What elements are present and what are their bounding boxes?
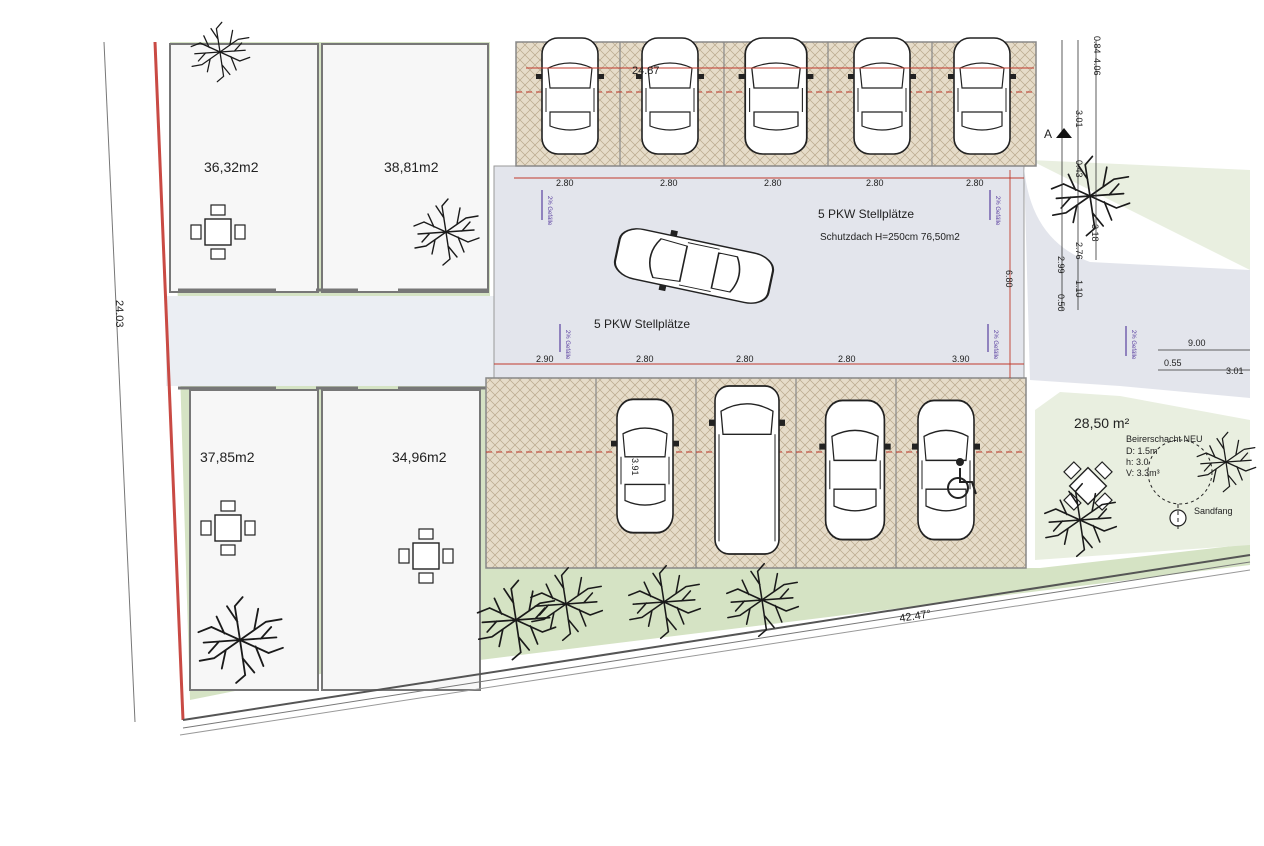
car-upper-1 — [535, 37, 605, 155]
slope-arrow-3: 2% Gefälle — [559, 324, 570, 360]
parking-upper-title: 5 PKW Stellplätze — [818, 207, 914, 221]
parking-upper-subtitle: Schutzdach H=250cm 76,50m2 — [820, 232, 960, 243]
accessible-parking-icon — [947, 458, 977, 499]
area-label-ne: 38,81m2 — [384, 159, 439, 175]
walkway — [166, 296, 496, 386]
area-label-nw: 36,32m2 — [204, 159, 259, 175]
walkway-walls — [178, 288, 488, 390]
terrace-nw — [169, 43, 319, 293]
dim-right-small-3: 3.01 — [1226, 366, 1244, 376]
dim-bay-top-3: 2.80 — [764, 178, 782, 188]
terrace-ne — [321, 43, 489, 293]
slope-label-3: 2% Gefälle — [564, 330, 570, 360]
terrace-sw — [189, 389, 319, 691]
carport-upper-dividers — [619, 42, 933, 166]
car-lower-3 — [818, 399, 892, 541]
car-lower-4 — [911, 399, 981, 541]
area-label-sw: 37,85m2 — [200, 449, 255, 465]
dim-right-1: 0.84 — [1092, 36, 1102, 54]
section-marker: A — [1044, 127, 1072, 141]
section-marker-label: A — [1044, 127, 1052, 141]
dim-right-2: 4.06 — [1092, 58, 1102, 76]
dimension-right-stack — [1061, 40, 1250, 371]
drainage-diameter: D: 1.5m — [1126, 446, 1158, 456]
lawn-right — [1030, 160, 1250, 560]
boundary-south — [182, 554, 1251, 721]
slope-label-5: 2% Gefälle — [1130, 330, 1136, 360]
dim-right-3: 3.01 — [1074, 110, 1084, 128]
slope-arrow-1: 2% Gefälle — [541, 190, 552, 226]
area-label-east: 28,50 m² — [1074, 415, 1130, 431]
dim-right-9: 0.50 — [1056, 294, 1066, 312]
dim-right-6: 2.76 — [1074, 242, 1084, 260]
dim-right-7: 2.99 — [1056, 256, 1066, 274]
slope-arrow-5: 2% Gefälle — [1125, 326, 1136, 360]
dim-top-width: 24.87 — [632, 65, 660, 77]
dim-bay-depth: 3.91 — [630, 458, 640, 476]
car-upper-4 — [847, 37, 917, 155]
car-lower-1 — [610, 398, 680, 534]
slope-label-2: 2% Gefälle — [994, 196, 1000, 226]
dim-right-small-2: 0.55 — [1164, 358, 1182, 368]
dim-left-line — [103, 41, 136, 723]
car-upper-3 — [737, 37, 815, 155]
dim-bottom-length: 42.47° — [899, 608, 932, 625]
dim-left-height: 24.03 — [113, 300, 125, 328]
dim-bay-mid-1: 2.90 — [536, 354, 554, 364]
dim-right-5: 3.18 — [1090, 224, 1100, 242]
dim-bay-top-1: 2.80 — [556, 178, 574, 188]
dim-right-4: 0.43 — [1074, 160, 1084, 178]
drainage-height: h: 3.0 — [1126, 457, 1149, 467]
drainage-shaft-circle — [1147, 439, 1213, 505]
access-road — [1024, 166, 1250, 398]
carport-lower-dividers — [595, 378, 897, 568]
dimension-lines — [494, 67, 1034, 378]
dim-bay-mid-5: 3.90 — [952, 354, 970, 364]
dim-right-small-1: 9.00 — [1188, 338, 1206, 348]
dim-bay-top-5: 2.80 — [966, 178, 984, 188]
dim-bay-top-4: 2.80 — [866, 178, 884, 188]
boundary-west — [153, 41, 185, 721]
sand-trap-label: Sandfang — [1194, 506, 1233, 516]
dim-bay-mid-2: 2.80 — [636, 354, 654, 364]
slope-arrow-2: 2% Gefälle — [989, 190, 1000, 226]
dim-bottom-line — [182, 561, 1251, 729]
terrace-se — [321, 389, 481, 691]
slope-label-4: 2% Gefälle — [992, 330, 998, 360]
car-lower-2 — [708, 385, 786, 555]
drainage-title: Beirerschacht NEU — [1126, 434, 1203, 444]
slope-label-1: 2% Gefälle — [546, 196, 552, 226]
dim-bay-mid-3: 2.80 — [736, 354, 754, 364]
area-label-se: 34,96m2 — [392, 449, 447, 465]
parking-lower-title: 5 PKW Stellplätze — [594, 317, 690, 331]
boundary-south-outer — [179, 569, 1251, 736]
drainage-volume: V: 3.3m³ — [1126, 468, 1160, 478]
dim-right-8: 1.10 — [1074, 280, 1084, 298]
lawn-strip — [480, 544, 1250, 660]
car-upper-2 — [635, 37, 705, 155]
dim-depth: 6.80 — [1004, 270, 1014, 288]
dim-bay-top-2: 2.80 — [660, 178, 678, 188]
dim-bay-mid-4: 2.80 — [838, 354, 856, 364]
slope-arrow-4: 2% Gefälle — [987, 324, 998, 360]
car-upper-5 — [947, 37, 1017, 155]
